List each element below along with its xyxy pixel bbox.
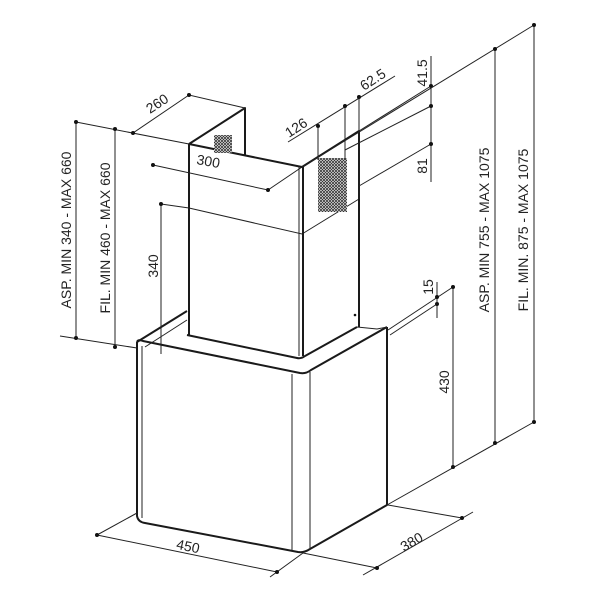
vent-grille-front (318, 158, 347, 212)
label-fil-total: FIL. MIN. 875 - MAX 1075 (515, 148, 531, 311)
hood-body (136, 310, 388, 554)
label-chimney-width: 300 (195, 151, 221, 171)
label-asp-total: ASP. MIN 755 - MAX 1075 (476, 147, 492, 312)
label-chimney-height: 340 (145, 254, 161, 278)
dimension-lines (59, 23, 536, 578)
label-hood-top-offset: 15 (420, 279, 436, 295)
label-hood-depth: 380 (397, 529, 425, 555)
label-outlet-offset: 126 (282, 114, 310, 140)
chimney (186, 107, 360, 360)
dimension-labels: 260 300 340 126 62.5 41.5 81 ASP. MIN 34… (58, 59, 531, 556)
label-outlet-height: 81 (414, 158, 430, 174)
label-hood-width: 450 (175, 536, 201, 557)
label-fil-chimney: FIL. MIN 460 - MAX 660 (97, 162, 113, 313)
label-asp-chimney: ASP. MIN 340 - MAX 660 (58, 151, 74, 308)
vent-grille-back (214, 135, 232, 153)
label-chimney-depth: 260 (143, 90, 171, 116)
label-hood-height: 430 (436, 370, 452, 394)
label-outlet-top: 41.5 (414, 59, 430, 86)
